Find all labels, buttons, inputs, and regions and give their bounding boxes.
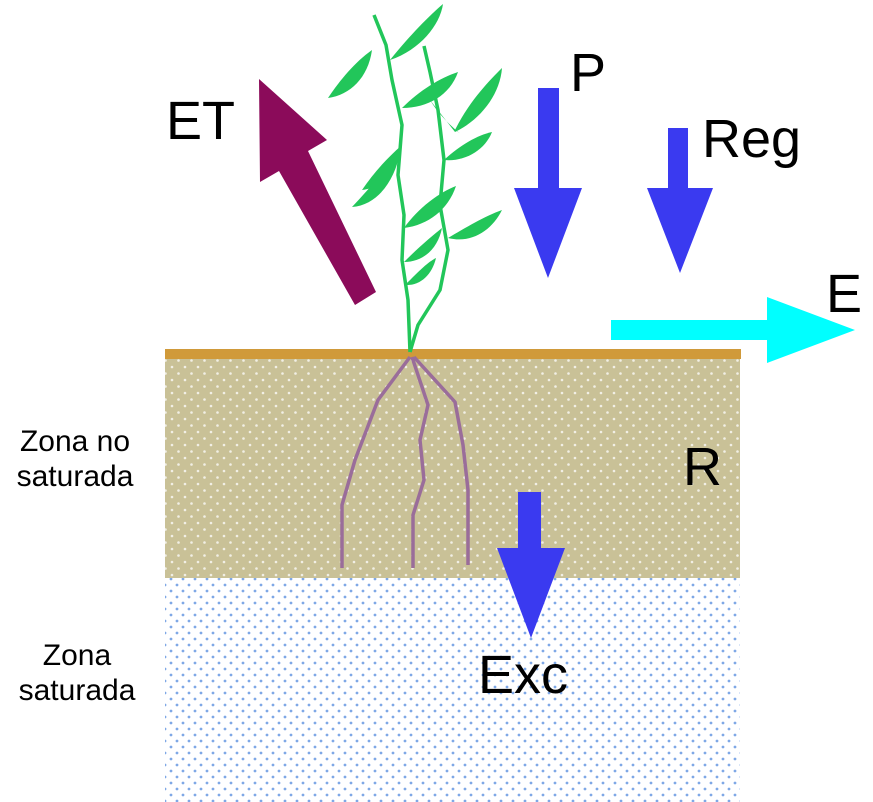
reg-arrow [647,128,713,273]
et-label: ET [166,91,236,151]
plant [328,4,502,353]
p-arrow [514,88,582,278]
p-label: P [570,43,607,103]
saturated-zone-label: Zona saturada [2,638,152,709]
saturated-zone-label-line1: Zona [42,639,112,672]
exc-arrow [497,492,565,638]
unsaturated-zone-texture [165,358,740,578]
saturated-zone [165,578,740,802]
e-arrow [611,297,855,363]
e-label: E [826,264,863,324]
saturated-zone-label-line2: saturada [18,674,136,708]
reg-label: Reg [702,109,802,169]
unsaturated-zone-label: Zona no saturada [0,424,150,495]
roots [340,355,470,568]
exc-label: Exc [478,645,569,705]
r-label: R [683,437,722,497]
unsaturated-zone-label-line1: Zona no [19,425,131,458]
unsaturated-zone-label-line2: saturada [16,460,134,494]
et-arrow [259,79,376,305]
ground-surface [165,349,741,359]
